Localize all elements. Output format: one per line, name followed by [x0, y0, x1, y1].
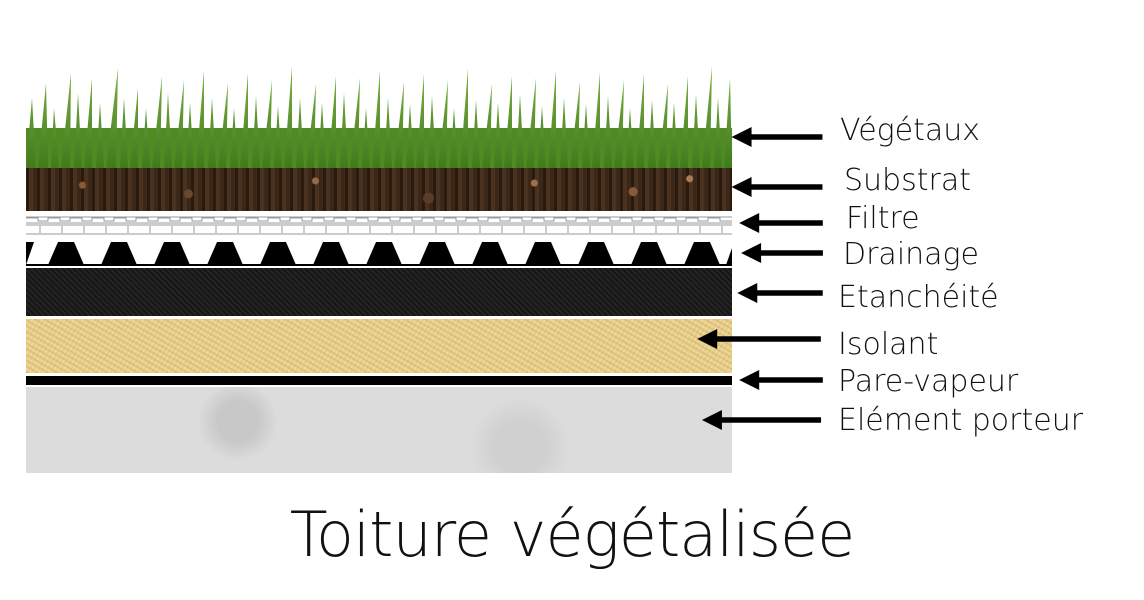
- arrow-left-icon: [739, 213, 823, 233]
- label-drainage: Drainage: [843, 237, 980, 272]
- diagram-title: Toiture végétalisée: [289, 498, 856, 571]
- layer-drainage: [26, 238, 732, 266]
- arrow-left-icon: [731, 177, 823, 197]
- label-vegetaux: Végétaux: [840, 113, 981, 148]
- arrow-left-icon: [739, 370, 823, 390]
- arrow-left-icon: [737, 283, 823, 303]
- layer-substrat: [26, 168, 732, 211]
- label-isolant: Isolant: [838, 327, 939, 362]
- layer-element-porteur: [26, 387, 732, 473]
- arrow-left-icon: [741, 243, 823, 263]
- arrow-left-icon: [701, 410, 822, 430]
- arrow-left-icon: [731, 127, 823, 147]
- layer-isolant: [26, 319, 732, 373]
- label-etancheite: Etanchéité: [838, 280, 999, 315]
- layer-etancheite: [26, 268, 732, 316]
- label-pare-vapeur: Pare-vapeur: [838, 364, 1019, 399]
- label-substrat: Substrat: [844, 163, 971, 198]
- layer-filtre: [26, 214, 732, 236]
- layer-pare-vapeur: [26, 376, 732, 385]
- layer-vegetaux: [26, 58, 732, 168]
- label-element-porteur: Elément porteur: [838, 403, 1084, 438]
- label-filtre: Filtre: [846, 201, 920, 236]
- arrow-left-icon: [697, 329, 821, 349]
